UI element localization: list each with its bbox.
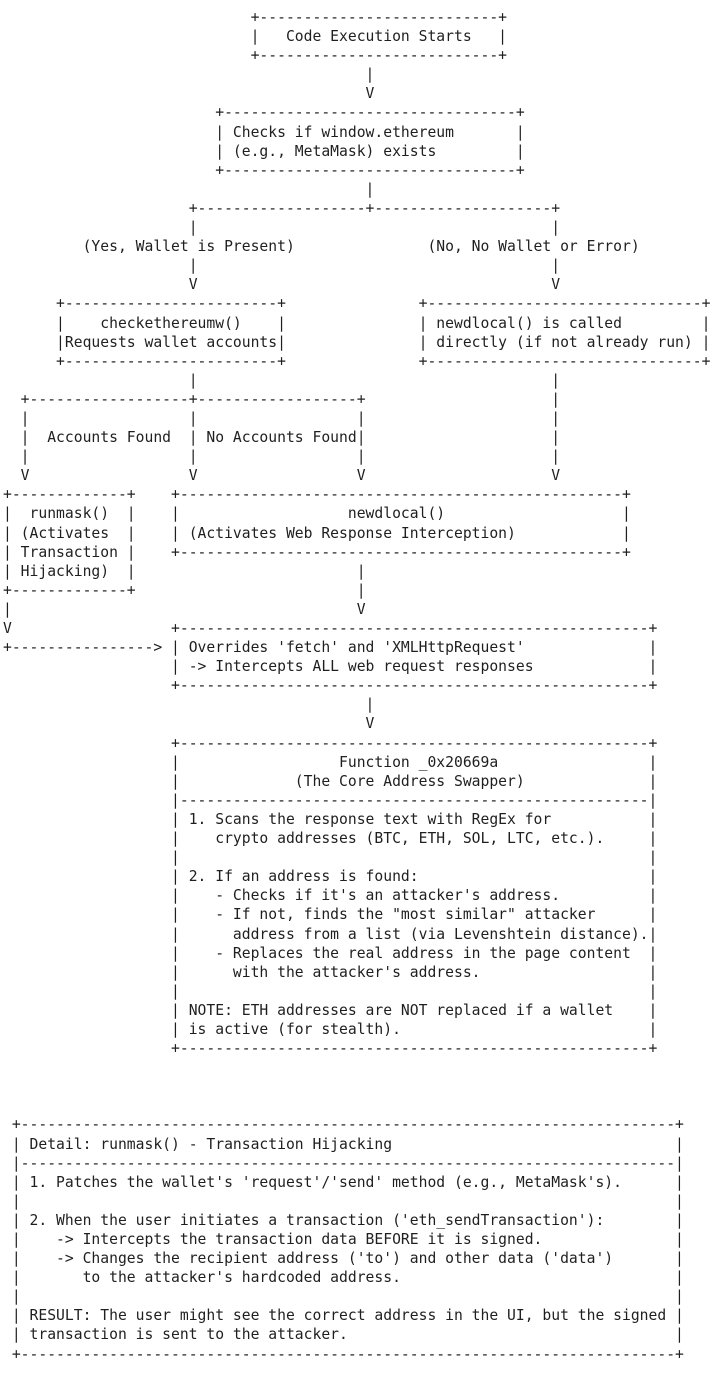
ascii-flowchart: +---------------------------+ | Code Exe… <box>3 9 711 1363</box>
